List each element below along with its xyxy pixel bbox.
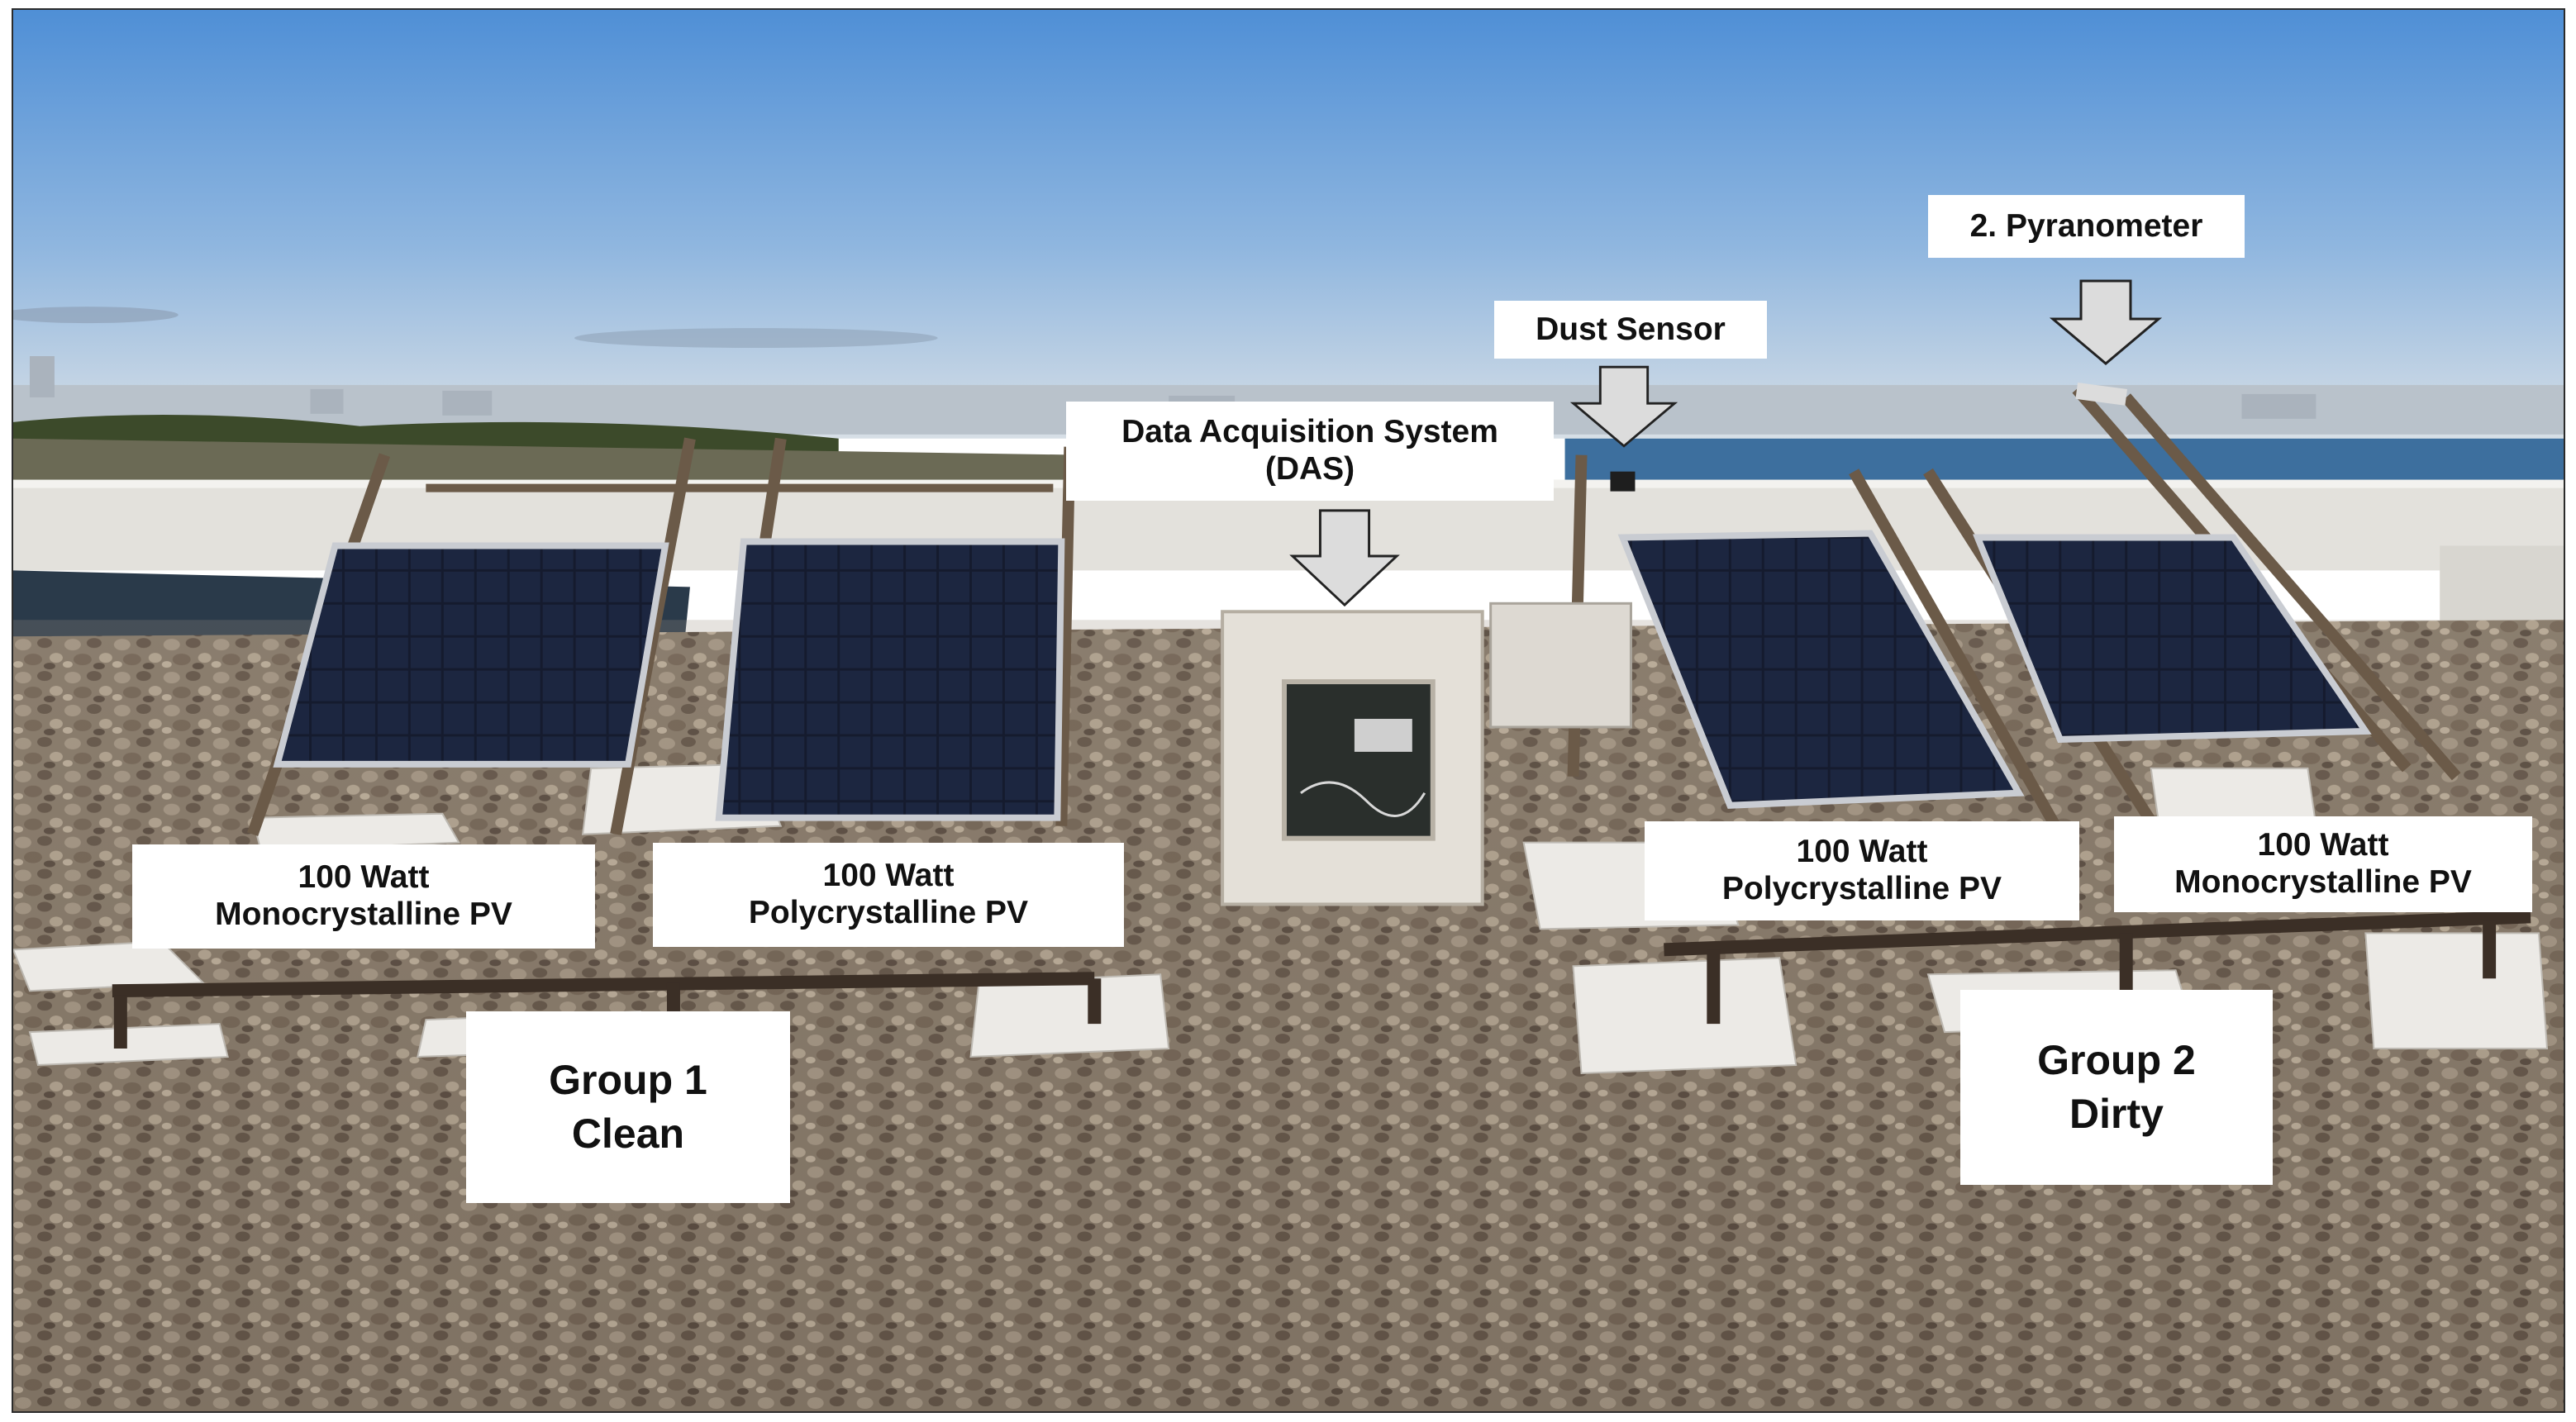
group1-line1: Group 1 [549,1057,707,1103]
group2-mono-pv-label: 100 Watt Monocrystalline PV [2114,816,2532,912]
group2-line1: Group 2 [2037,1037,2196,1083]
group1-clean-label: Group 1 Clean [466,1011,790,1203]
pyranometer-label: 2. Pyranometer [1928,195,2245,258]
dust-sensor-arrow-icon [1570,365,1678,448]
group1-poly-pv-label: 100 Watt Polycrystalline PV [653,843,1124,947]
das-arrow-icon [1289,509,1400,607]
das-label: Data Acquisition System (DAS) [1066,402,1554,501]
dust-sensor-label: Dust Sensor [1494,301,1767,359]
rooftop-scene-illustration [13,10,2564,1411]
group2-mono-pv-line1: 100 Watt [2257,827,2389,863]
group2-dirty-label: Group 2 Dirty [1960,990,2273,1185]
group1-mono-pv-label: 100 Watt Monocrystalline PV [132,844,595,949]
pyranometer-label-text: 2. Pyranometer [1969,207,2203,244]
group2-line2: Dirty [2069,1091,2164,1137]
dust-sensor-label-text: Dust Sensor [1536,311,1726,347]
group2-poly-pv-line2: Polycrystalline PV [1721,871,2002,906]
group1-poly-pv-line2: Polycrystalline PV [748,895,1029,930]
group2-poly-pv-label: 100 Watt Polycrystalline PV [1645,821,2079,920]
das-label-line1: Data Acquisition System [1121,414,1498,450]
group1-line2: Clean [571,1110,685,1157]
pyranometer-arrow-icon [2050,279,2162,365]
group1-poly-pv-line1: 100 Watt [822,858,955,894]
group2-mono-pv-line2: Monocrystalline PV [2174,864,2472,900]
rooftop-photo [12,8,2565,1413]
group2-poly-pv-line1: 100 Watt [1796,834,1928,870]
group1-mono-pv-line2: Monocrystalline PV [215,896,512,932]
das-label-line2: (DAS) [1264,451,1355,487]
group1-mono-pv-line1: 100 Watt [298,859,430,896]
